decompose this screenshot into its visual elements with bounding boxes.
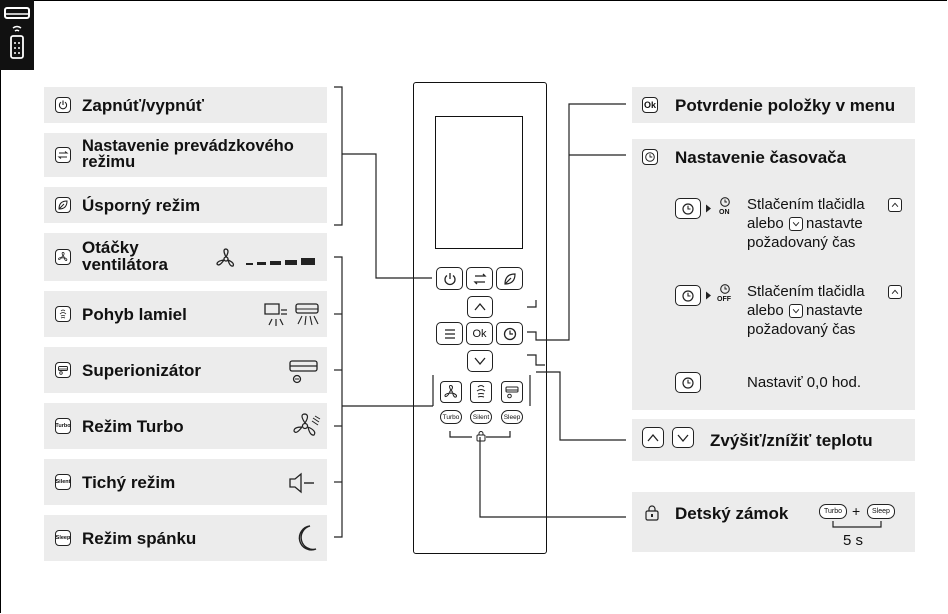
ionizer-icon <box>55 362 71 378</box>
remote-timer-button[interactable] <box>496 322 523 345</box>
label-louver: Pohyb lamiel <box>82 305 187 324</box>
timer-off-text-4: požadovaný čas <box>747 321 856 338</box>
timer-on-text-3: nastavte <box>806 215 863 232</box>
timer-off-key-icon <box>675 285 701 306</box>
remote-ionizer-button[interactable] <box>501 381 523 403</box>
panel-ok <box>632 87 915 123</box>
speaker-quiet-icon <box>287 471 317 495</box>
up-key-small-icon <box>888 198 902 212</box>
remote-mode-button[interactable] <box>466 267 493 290</box>
panel-mode <box>44 133 327 177</box>
lock-sleep-key: Sleep <box>867 504 895 519</box>
panel-louver <box>44 291 327 337</box>
lock-plus: + <box>852 503 861 519</box>
label-power: Zapnúť/vypnúť <box>82 96 205 115</box>
remote-menu-button[interactable] <box>436 322 463 345</box>
timer-off-text-1: Stlačením tlačidla <box>747 283 865 300</box>
timer-reset-key-icon <box>675 372 701 393</box>
mode-icon <box>55 147 71 163</box>
timer-on-icon <box>717 196 733 210</box>
silent-key-icon: Silent <box>55 474 71 490</box>
remote-sleep-button[interactable]: Sleep <box>501 410 523 424</box>
panel-fan <box>44 233 327 281</box>
panel-ionizer <box>44 347 327 393</box>
remote-eco-button[interactable] <box>496 267 523 290</box>
panel-timer <box>632 139 915 410</box>
down-key-small-icon <box>789 304 803 318</box>
label-ok: Potvrdenie položky v menu <box>675 96 896 115</box>
louver-icon <box>55 306 71 322</box>
remote-fan-button[interactable] <box>440 381 462 403</box>
label-sleep: Režim spánku <box>82 529 197 548</box>
power-icon <box>55 97 71 113</box>
label-turbo: Režim Turbo <box>82 417 184 436</box>
label-fan: Otáčky ventilátora <box>82 238 168 274</box>
fan-icon <box>55 249 71 265</box>
timer-off-tag: OFF <box>717 296 731 303</box>
lock-duration: 5 s <box>843 532 864 549</box>
panel-eco <box>44 187 327 223</box>
timer-off-text-3: nastavte <box>806 302 863 319</box>
remote-lock-icon <box>475 430 487 442</box>
arrow-right-icon <box>705 204 712 213</box>
temp-down-key-icon <box>672 427 694 448</box>
remote-down-button[interactable] <box>467 350 493 372</box>
lock-icon <box>644 504 660 521</box>
remote-power-button[interactable] <box>436 267 463 290</box>
lock-turbo-key: Turbo <box>819 504 847 519</box>
remote-up-button[interactable] <box>467 296 493 318</box>
panel-sleep <box>44 515 327 561</box>
arrow-right-icon <box>705 291 712 300</box>
temp-up-key-icon <box>642 427 664 448</box>
timer-on-key-icon <box>675 198 701 219</box>
timer-reset-text: Nastaviť 0,0 hod. <box>747 374 862 391</box>
turbo-mode-icon <box>293 413 321 439</box>
sleep-key-icon: Sleep <box>55 530 71 546</box>
timer-on-tag: ON <box>719 209 730 216</box>
ok-key-icon: Ok <box>642 97 658 113</box>
panel-turbo <box>44 403 327 449</box>
label-mode: Nastavenie prevádzkového režimu <box>82 137 294 171</box>
timer-on-text-4: požadovaný čas <box>747 234 856 251</box>
label-ionizer: Superionizátor <box>82 361 202 380</box>
remote-control-body <box>413 82 547 554</box>
timer-off-text-2: alebo <box>747 302 784 319</box>
panel-lock <box>632 492 915 552</box>
timer-on-text-2: alebo <box>747 215 784 232</box>
remote-display <box>435 116 523 249</box>
label-lock: Detský zámok <box>675 504 789 523</box>
label-silent: Tichý režim <box>82 473 176 492</box>
fan-speed-icon <box>215 247 323 273</box>
timer-key-icon <box>642 149 658 165</box>
remote-control-corner-icon <box>0 0 34 70</box>
eco-icon <box>55 197 71 213</box>
panel-power <box>44 87 327 123</box>
remote-louver-button[interactable] <box>470 381 492 403</box>
panel-silent <box>44 459 327 505</box>
remote-turbo-button[interactable]: Turbo <box>440 410 462 424</box>
label-temp: Zvýšiť/znížiť teplotu <box>710 431 873 450</box>
label-timer: Nastavenie časovača <box>675 148 847 167</box>
remote-ok-button[interactable]: Ok <box>466 322 493 345</box>
moon-icon <box>294 524 318 552</box>
louver-swing-icon <box>262 300 322 330</box>
timer-on-text-1: Stlačením tlačidla <box>747 196 865 213</box>
label-eco: Úsporný režim <box>82 196 201 215</box>
up-key-small-icon <box>888 285 902 299</box>
down-key-small-icon <box>789 217 803 231</box>
turbo-key-icon: Turbo <box>55 418 71 434</box>
timer-off-icon <box>717 283 733 297</box>
ionizer-unit-icon <box>288 358 320 386</box>
remote-silent-button[interactable]: Silent <box>470 410 492 424</box>
